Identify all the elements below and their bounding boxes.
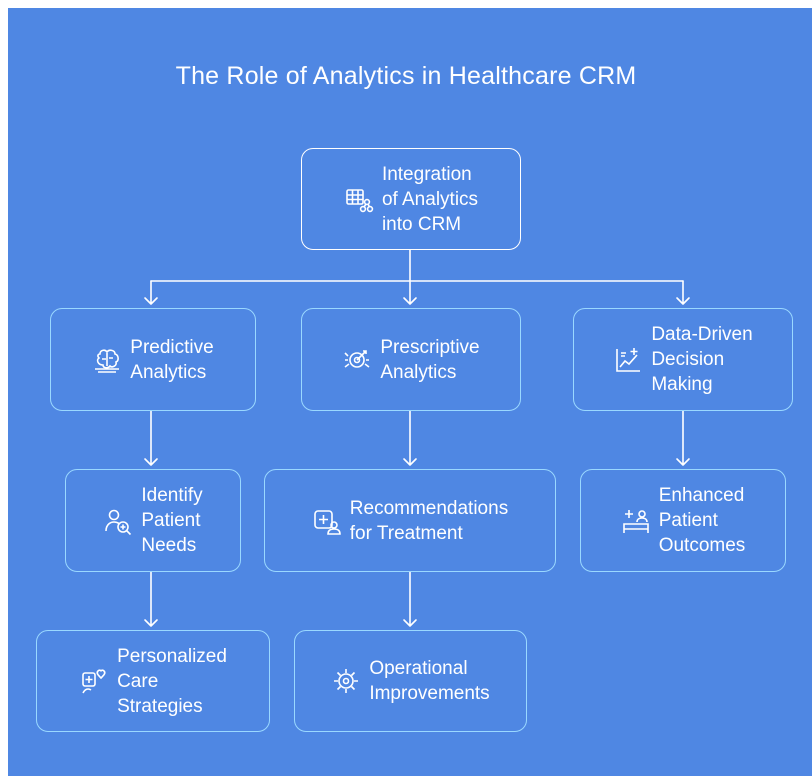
node-predictive-analytics: Predictive Analytics — [50, 308, 256, 411]
brain-icon — [92, 345, 122, 375]
node-label: Identify Patient Needs — [141, 485, 203, 556]
connector-predictive-to-identify — [144, 410, 158, 466]
node-label: Integration of Analytics into CRM — [381, 163, 479, 235]
node-prescriptive-analytics: Prescriptive Analytics — [301, 308, 521, 411]
chart-plus-icon — [613, 345, 643, 375]
node-label: Operational Improvements — [369, 658, 490, 704]
node-recommendations-for-treatment: Recommendations for Treatment — [264, 469, 556, 572]
node-integration-of-analytics: Integration of Analytics into CRM — [301, 148, 521, 250]
connector-to-predictive — [144, 280, 158, 305]
node-personalized-care-strategies: Personalized Care Strategies — [36, 630, 270, 732]
node-identify-patient-needs: Identify Patient Needs — [65, 469, 241, 572]
node-data-driven-decision-making: Data-Driven Decision Making — [573, 308, 793, 411]
node-label: Personalized Care Strategies — [117, 645, 227, 717]
node-label: Recommendations for Treatment — [349, 497, 509, 544]
node-label: Predictive Analytics — [130, 336, 214, 383]
connector-identify-to-personalized — [144, 571, 158, 627]
care-heart-icon — [79, 666, 109, 696]
table-network-icon — [344, 184, 374, 214]
connector-prescriptive-to-recommendations — [403, 410, 417, 466]
node-label: Data-Driven Decision Making — [651, 324, 753, 395]
connector-recommendations-to-operational — [403, 571, 417, 627]
diagram-background — [8, 8, 812, 776]
connector-to-data-driven — [676, 280, 690, 305]
gear-tools-icon — [331, 666, 361, 696]
user-search-icon — [103, 506, 133, 536]
medical-user-icon — [312, 506, 342, 536]
node-enhanced-patient-outcomes: Enhanced Patient Outcomes — [580, 469, 786, 572]
diagram-title: The Role of Analytics in Healthcare CRM — [175, 62, 637, 90]
node-label: Enhanced Patient Outcomes — [658, 485, 746, 556]
node-label: Prescriptive Analytics — [380, 336, 480, 383]
node-operational-improvements: Operational Improvements — [294, 630, 527, 732]
target-arrows-icon — [342, 345, 372, 375]
patient-bed-icon — [621, 506, 651, 536]
connector-data-driven-to-outcomes — [676, 410, 690, 466]
connector-to-prescriptive — [403, 280, 417, 305]
